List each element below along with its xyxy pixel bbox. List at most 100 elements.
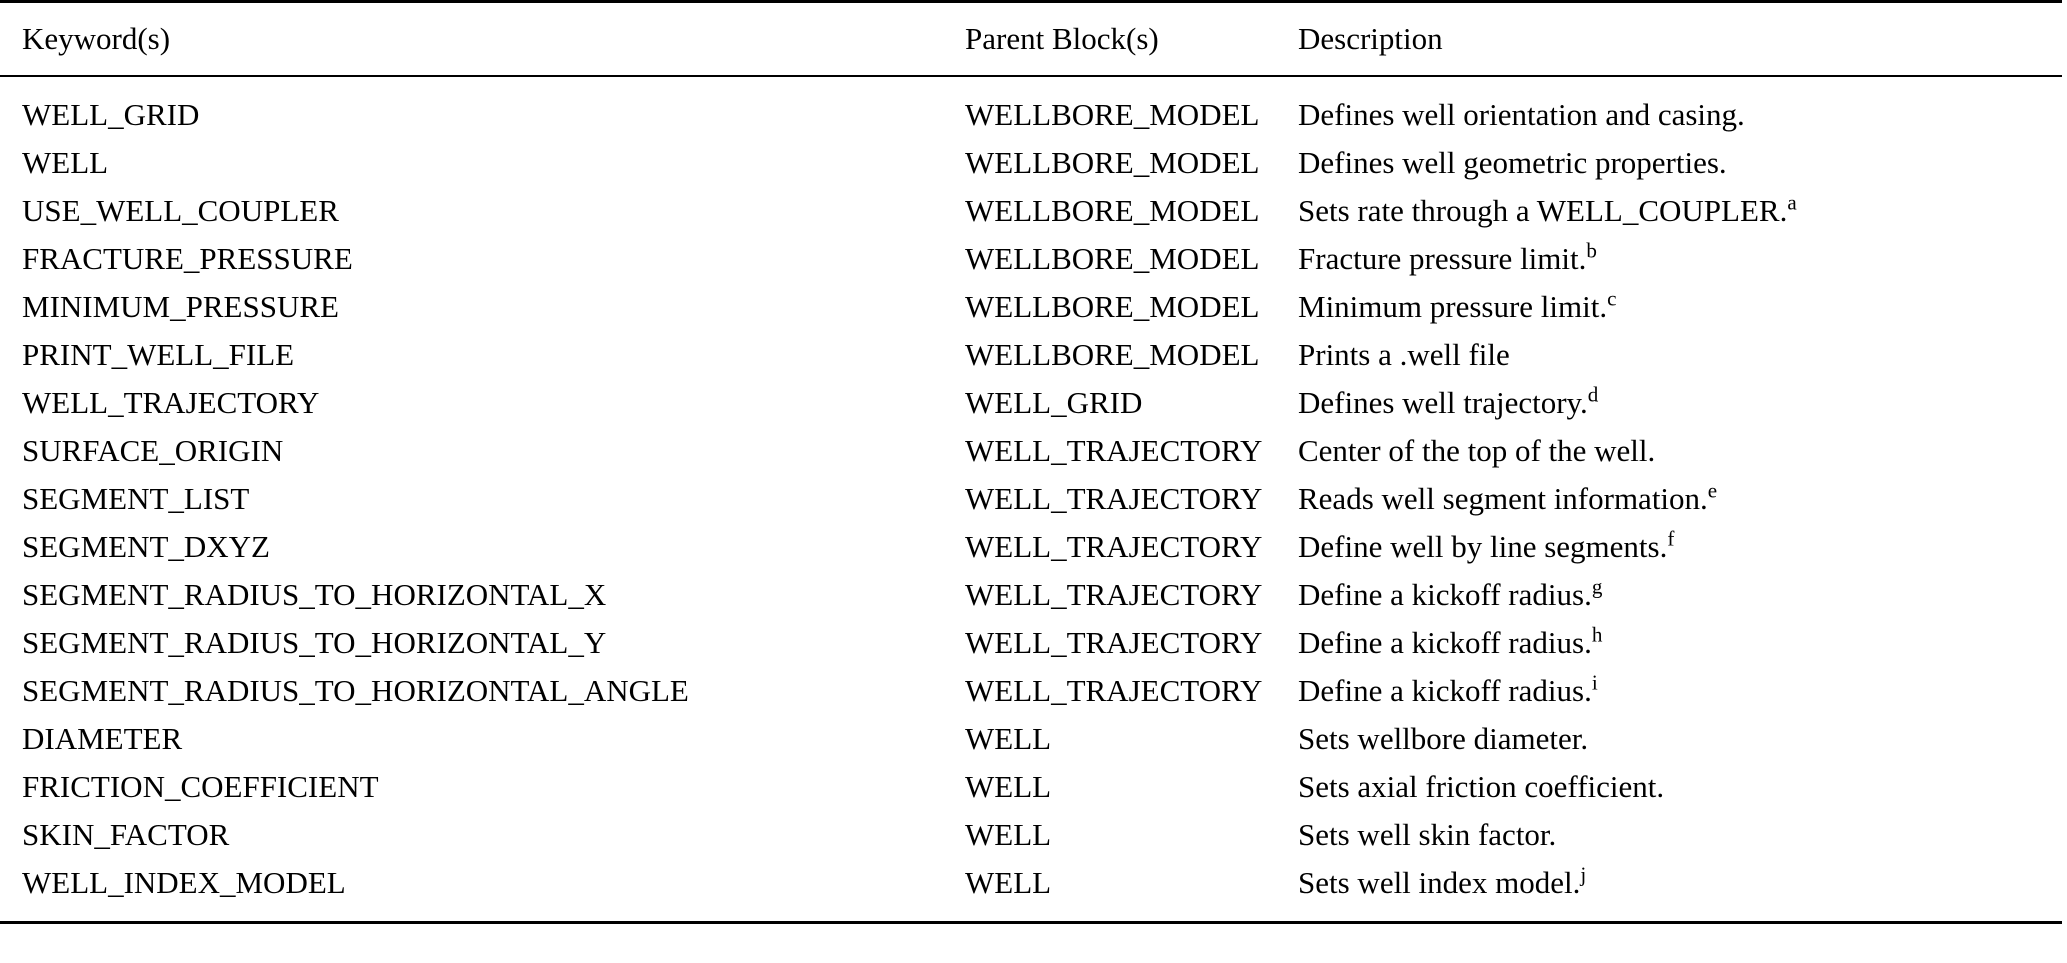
cell-parent-block: WELL_TRAJECTORY xyxy=(965,577,1263,612)
cell-description: Sets wellbore diameter. xyxy=(1298,715,2062,763)
cell-keyword: MINIMUM_PRESSURE xyxy=(22,289,339,324)
cell-keyword: FRICTION_COEFFICIENT xyxy=(22,769,379,804)
description-text: Center of the top of the well. xyxy=(1298,433,1656,468)
cell-keyword: SEGMENT_LIST xyxy=(22,481,250,516)
cell-keyword: USE_WELL_COUPLER xyxy=(22,193,339,228)
table-row: SURFACE_ORIGIN WELL_TRAJECTORY Center of t… xyxy=(0,427,2062,475)
cell-description: Sets well skin factor. xyxy=(1298,811,2062,859)
column-header-description: Description xyxy=(1298,0,2062,77)
description-text: Prints a .well file xyxy=(1298,337,1510,372)
cell-description: Sets axial friction coefficient. xyxy=(1298,763,2062,811)
table-row: WELL_GRID WELLBORE_MODEL Defines well orie… xyxy=(0,76,2062,139)
keyword-table: Keyword(s) Parent Block(s) Description W… xyxy=(0,0,2062,924)
cell-keyword: SEGMENT_RADIUS_TO_HORIZONTAL_X xyxy=(22,577,607,612)
cell-keyword: FRACTURE_PRESSURE xyxy=(22,241,353,276)
table-row: WELL_TRAJECTORY WELL_GRID Defines well tra… xyxy=(0,379,2062,427)
cell-parent-block: WELL xyxy=(965,721,1052,756)
cell-parent-block: WELL_TRAJECTORY xyxy=(965,625,1263,660)
column-header-parent-block: Parent Block(s) xyxy=(965,0,1298,77)
description-text: Define a kickoff radius. xyxy=(1298,673,1592,708)
description-text: Define a kickoff radius. xyxy=(1298,625,1592,660)
footnote-marker: j xyxy=(1580,862,1587,887)
footnote-marker: b xyxy=(1586,238,1597,263)
cell-parent-block: WELLBORE_MODEL xyxy=(965,145,1260,180)
cell-parent-block: WELLBORE_MODEL xyxy=(965,289,1260,324)
cell-keyword: WELL_GRID xyxy=(22,97,200,132)
cell-description: Define a kickoff radius.i xyxy=(1298,667,2062,715)
table-row: DIAMETER WELL Sets wellbore diameter. xyxy=(0,715,2062,763)
description-text: Fracture pressure limit. xyxy=(1298,241,1587,276)
table-row: SEGMENT_RADIUS_TO_HORIZONTAL_ANGLE WELL_T… xyxy=(0,667,2062,715)
table-header: Keyword(s) Parent Block(s) Description xyxy=(0,0,2062,77)
cell-parent-block: WELL_TRAJECTORY xyxy=(965,433,1263,468)
cell-parent-block: WELL_GRID xyxy=(965,385,1143,420)
cell-description: Sets well index model.j xyxy=(1298,859,2062,924)
cell-keyword: WELL_TRAJECTORY xyxy=(22,385,320,420)
cell-keyword: SEGMENT_DXYZ xyxy=(22,529,270,564)
cell-parent-block: WELLBORE_MODEL xyxy=(965,97,1260,132)
cell-parent-block: WELL_TRAJECTORY xyxy=(965,481,1263,516)
table-body: WELL_GRID WELLBORE_MODEL Defines well orie… xyxy=(0,76,2062,924)
description-text: Define a kickoff radius. xyxy=(1298,577,1592,612)
description-text: Define well by line segments. xyxy=(1298,529,1668,564)
cell-parent-block: WELL_TRAJECTORY xyxy=(965,529,1263,564)
description-text: Sets axial friction coefficient. xyxy=(1298,769,1665,804)
cell-parent-block: WELL xyxy=(965,859,1298,924)
table-row: SEGMENT_DXYZ WELL_TRAJECTORY Define well b… xyxy=(0,523,2062,571)
cell-description: Define a kickoff radius.h xyxy=(1298,619,2062,667)
cell-keyword: WELL xyxy=(22,145,109,180)
cell-description: Define a kickoff radius.g xyxy=(1298,571,2062,619)
cell-keyword: SEGMENT_RADIUS_TO_HORIZONTAL_Y xyxy=(22,625,607,660)
footnote-marker: e xyxy=(1707,478,1718,503)
cell-keyword: PRINT_WELL_FILE xyxy=(22,337,295,372)
footnote-marker: g xyxy=(1591,574,1603,599)
table-row: SEGMENT_LIST WELL_TRAJECTORY Reads well se… xyxy=(0,475,2062,523)
keyword-table-container: Keyword(s) Parent Block(s) Description W… xyxy=(0,0,2062,924)
cell-description: Minimum pressure limit.c xyxy=(1298,283,2062,331)
description-text: Defines well trajectory. xyxy=(1298,385,1588,420)
cell-description: Sets rate through a WELL_COUPLER.a xyxy=(1298,187,2062,235)
cell-keyword: DIAMETER xyxy=(22,721,183,756)
cell-parent-block: WELLBORE_MODEL xyxy=(965,241,1260,276)
table-header-row: Keyword(s) Parent Block(s) Description xyxy=(0,0,2062,77)
cell-keyword: SEGMENT_RADIUS_TO_HORIZONTAL_ANGLE xyxy=(22,673,689,708)
cell-keyword: SKIN_FACTOR xyxy=(22,817,230,852)
description-text: Sets wellbore diameter. xyxy=(1298,721,1589,756)
table-row: FRICTION_COEFFICIENT WELL Sets axial frict… xyxy=(0,763,2062,811)
table-row: SEGMENT_RADIUS_TO_HORIZONTAL_X WELL_TRAJE… xyxy=(0,571,2062,619)
cell-parent-block: WELL xyxy=(965,769,1052,804)
table-row: PRINT_WELL_FILE WELLBORE_MODEL Prints a .w… xyxy=(0,331,2062,379)
cell-keyword: WELL_INDEX_MODEL xyxy=(0,859,965,924)
cell-keyword: SURFACE_ORIGIN xyxy=(22,433,284,468)
cell-description: Prints a .well file xyxy=(1298,331,2062,379)
description-text: Sets well skin factor. xyxy=(1298,817,1557,852)
cell-description: Defines well orientation and casing. xyxy=(1298,76,2062,139)
table-row: SEGMENT_RADIUS_TO_HORIZONTAL_Y WELL_TRAJE… xyxy=(0,619,2062,667)
cell-parent-block: WELLBORE_MODEL xyxy=(965,193,1260,228)
footnote-marker: i xyxy=(1591,670,1598,695)
table-row: SKIN_FACTOR WELL Sets well skin factor. xyxy=(0,811,2062,859)
footnote-marker: c xyxy=(1607,286,1617,311)
cell-description: Center of the top of the well. xyxy=(1298,427,2062,475)
cell-parent-block: WELLBORE_MODEL xyxy=(965,337,1260,372)
description-text: Defines well orientation and casing. xyxy=(1298,97,1745,132)
cell-parent-block: WELL_TRAJECTORY xyxy=(965,673,1263,708)
table-row: MINIMUM_PRESSURE WELLBORE_MODEL Minimum pr… xyxy=(0,283,2062,331)
footnote-marker: d xyxy=(1587,382,1599,407)
footnote-marker: h xyxy=(1591,622,1603,647)
footnote-marker: f xyxy=(1667,526,1675,551)
table-row: FRACTURE_PRESSURE WELLBORE_MODEL Fracture … xyxy=(0,235,2062,283)
cell-description: Define well by line segments.f xyxy=(1298,523,2062,571)
column-header-keyword: Keyword(s) xyxy=(0,0,965,77)
cell-parent-block: WELL xyxy=(965,817,1052,852)
cell-description: Defines well geometric properties. xyxy=(1298,139,2062,187)
description-text: Sets rate through a WELL_COUPLER. xyxy=(1298,193,1788,228)
description-text: Minimum pressure limit. xyxy=(1298,289,1608,324)
cell-description: Reads well segment information.e xyxy=(1298,475,2062,523)
table-row: WELL WELLBORE_MODEL Defines well geometric… xyxy=(0,139,2062,187)
footnote-marker: a xyxy=(1787,190,1797,215)
cell-description: Fracture pressure limit.b xyxy=(1298,235,2062,283)
table-row: USE_WELL_COUPLER WELLBORE_MODEL Sets rate … xyxy=(0,187,2062,235)
